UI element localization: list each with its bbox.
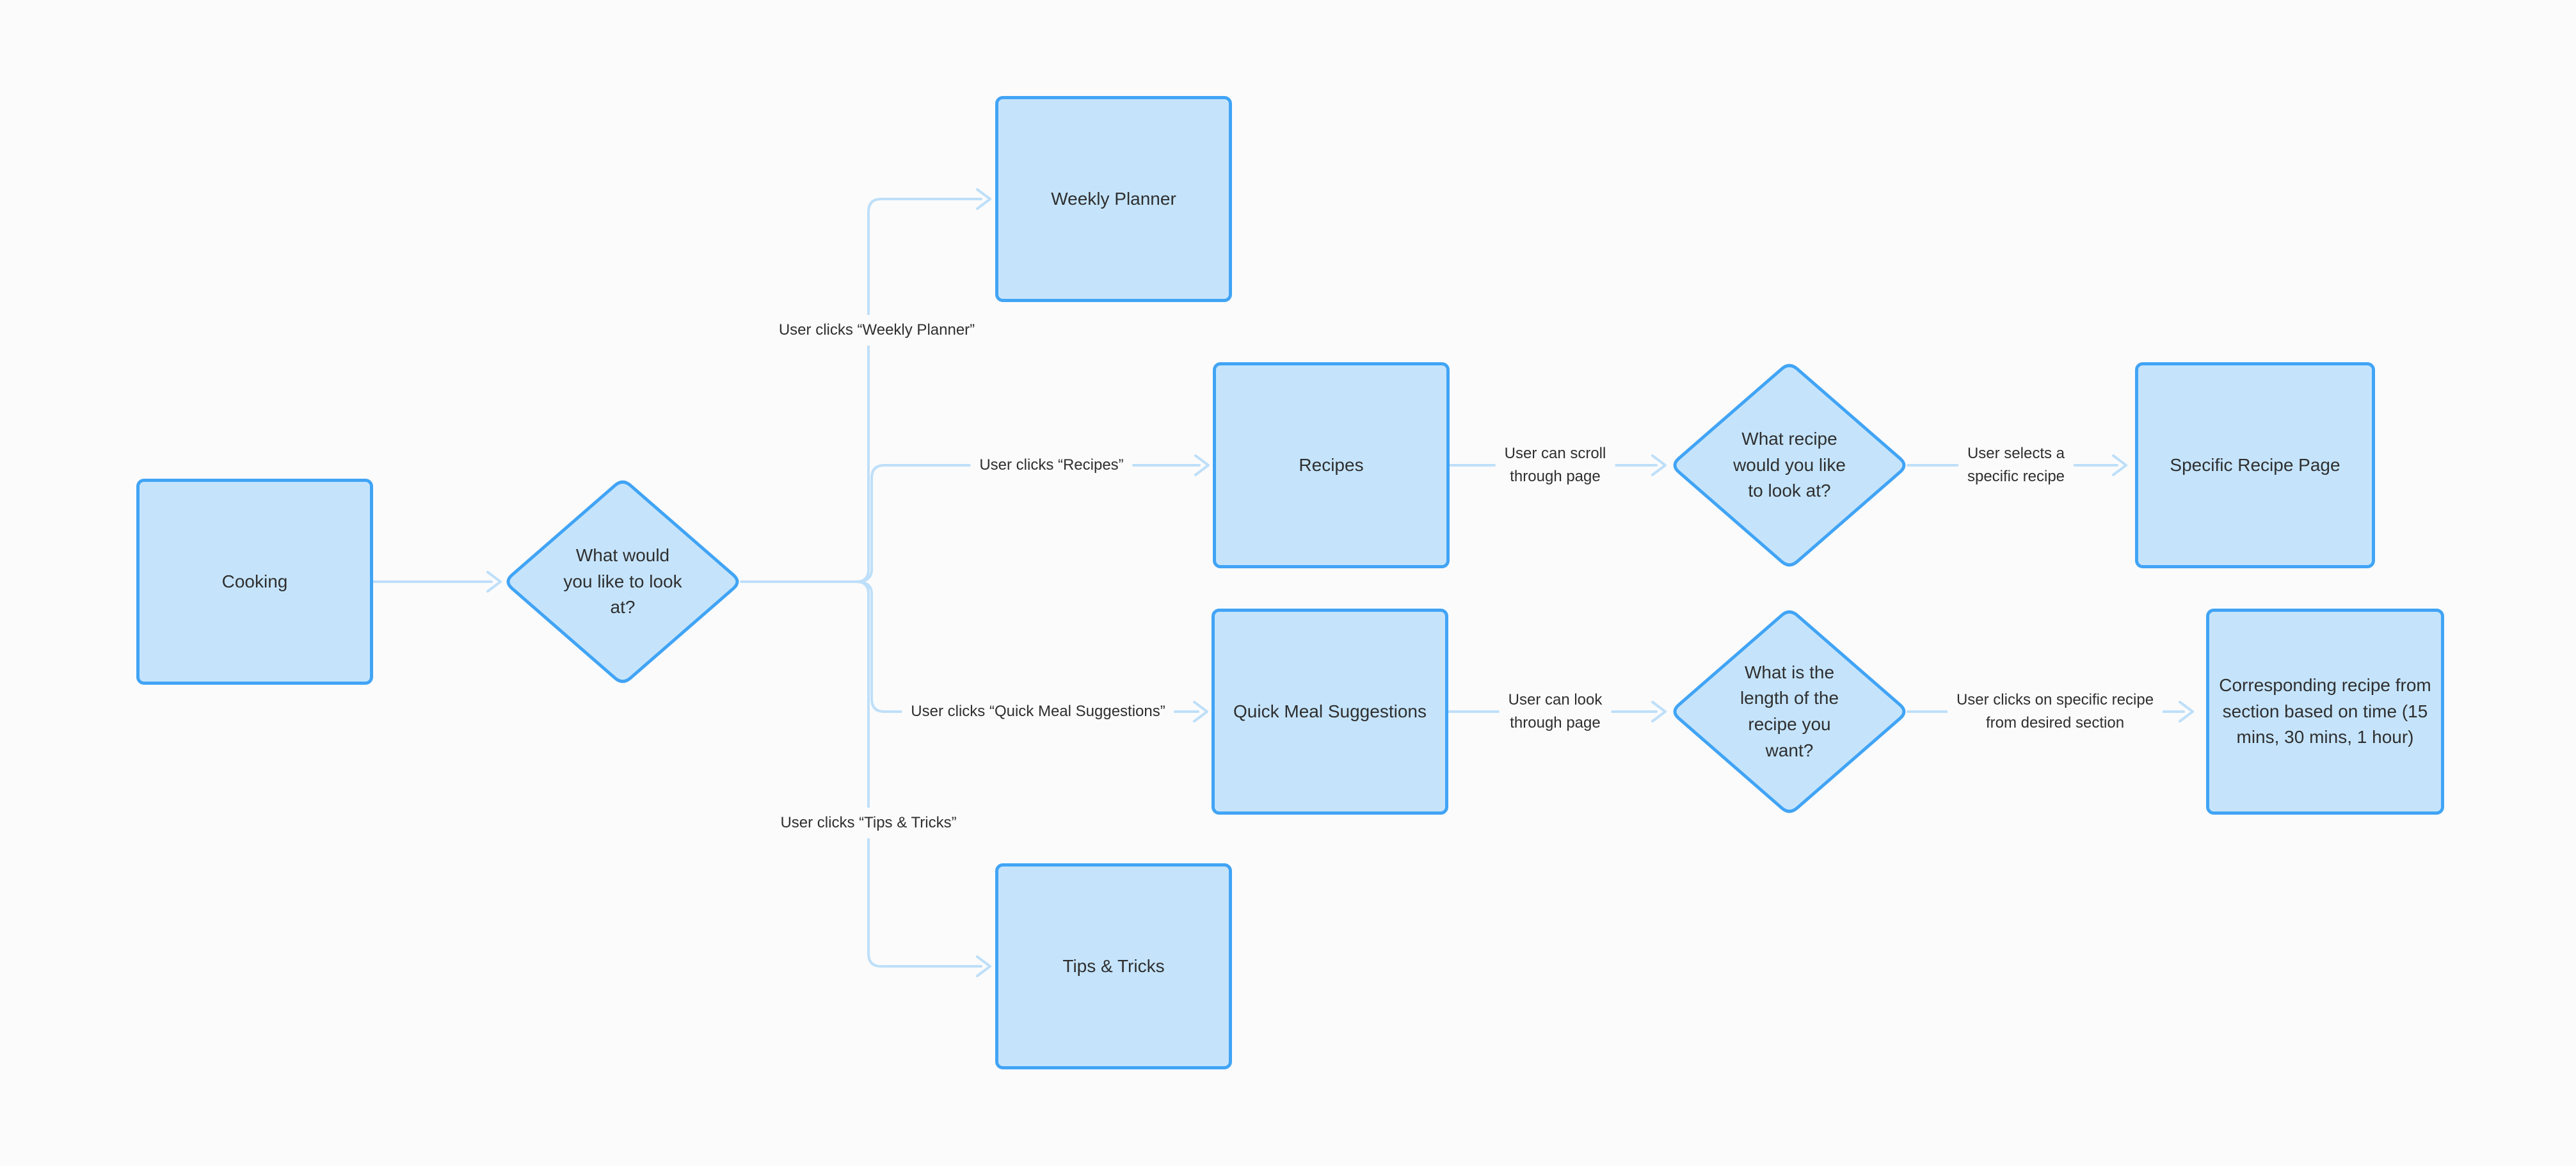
node-tips-and-tricks-label: Tips & Tricks	[1062, 955, 1165, 976]
arrowhead-into-weekly-planner	[976, 188, 991, 210]
edge-label-user-can-look-through-page[interactable]: User can look through page	[1499, 685, 1612, 739]
connector-branch-tips-tricks	[855, 580, 982, 968]
connector-branch-recipes	[855, 464, 1201, 583]
node-weekly-planner-label: Weekly Planner	[1051, 188, 1176, 209]
node-decision-which-recipe-label: What recipe would you like to look at?	[1733, 429, 1846, 501]
node-quick-meal-suggestions[interactable]: Quick Meal Suggestions	[1212, 609, 1448, 815]
edge-label-user-clicks-quick-meal-suggestions[interactable]: User clicks “Quick Meal Suggestions”	[902, 696, 1174, 727]
edge-label-user-clicks-weekly-planner[interactable]: User clicks “Weekly Planner”	[769, 315, 984, 346]
edge-label-user-clicks-recipes[interactable]: User clicks “Recipes”	[970, 450, 1133, 481]
edge-label-user-selects-specific-recipe[interactable]: User selects a specific recipe	[1958, 438, 2074, 492]
node-tips-and-tricks[interactable]: Tips & Tricks	[995, 863, 1232, 1069]
node-corresponding-recipe-label: Corresponding recipe from section based …	[2219, 675, 2431, 747]
node-recipes[interactable]: Recipes	[1213, 362, 1450, 568]
node-recipes-label: Recipes	[1299, 454, 1364, 475]
decision-shape-recipe-length	[1673, 610, 1906, 813]
node-specific-recipe-page-label: Specific Recipe Page	[2170, 454, 2340, 475]
arrowhead-into-quick-meal	[1193, 701, 1208, 723]
arrowhead-into-corresponding	[2179, 701, 2194, 723]
edge-label-user-clicks-specific-recipe-section[interactable]: User clicks on specific recipe from desi…	[1947, 685, 2163, 739]
node-quick-meal-suggestions-label: Quick Meal Suggestions	[1233, 701, 1427, 721]
node-decision-what-to-look-at[interactable]: What would you like to look at?	[552, 479, 693, 685]
node-weekly-planner[interactable]: Weekly Planner	[995, 96, 1232, 302]
decision-shape-what-to-look-at	[506, 480, 739, 683]
connector-branch-weekly-planner	[855, 198, 982, 583]
node-specific-recipe-page[interactable]: Specific Recipe Page	[2135, 362, 2375, 568]
arrowhead-into-specific-page	[2112, 454, 2127, 476]
node-cooking[interactable]: Cooking	[136, 479, 373, 685]
node-decision-what-to-look-at-label: What would you like to look at?	[563, 545, 682, 618]
node-decision-which-recipe[interactable]: What recipe would you like to look at?	[1729, 362, 1850, 568]
connector-branch-quick-meal	[855, 580, 1199, 713]
decision-shape-which-recipe	[1673, 363, 1906, 567]
arrowhead-into-length-decision	[1651, 701, 1667, 723]
edge-label-user-can-scroll-through-page[interactable]: User can scroll through page	[1495, 438, 1615, 492]
node-cooking-label: Cooking	[221, 571, 288, 591]
arrowhead-into-recipes	[1194, 454, 1210, 476]
arrowhead-into-main-decision	[486, 571, 502, 593]
node-decision-recipe-length-label: What is the length of the recipe you wan…	[1740, 662, 1839, 760]
edge-label-user-clicks-tips-and-tricks[interactable]: User clicks “Tips & Tricks”	[771, 808, 966, 838]
node-corresponding-recipe[interactable]: Corresponding recipe from section based …	[2206, 609, 2444, 815]
arrowhead-into-recipe-decision	[1651, 454, 1667, 476]
node-decision-recipe-length[interactable]: What is the length of the recipe you wan…	[1732, 609, 1847, 815]
arrowhead-into-tips-tricks	[976, 955, 991, 977]
